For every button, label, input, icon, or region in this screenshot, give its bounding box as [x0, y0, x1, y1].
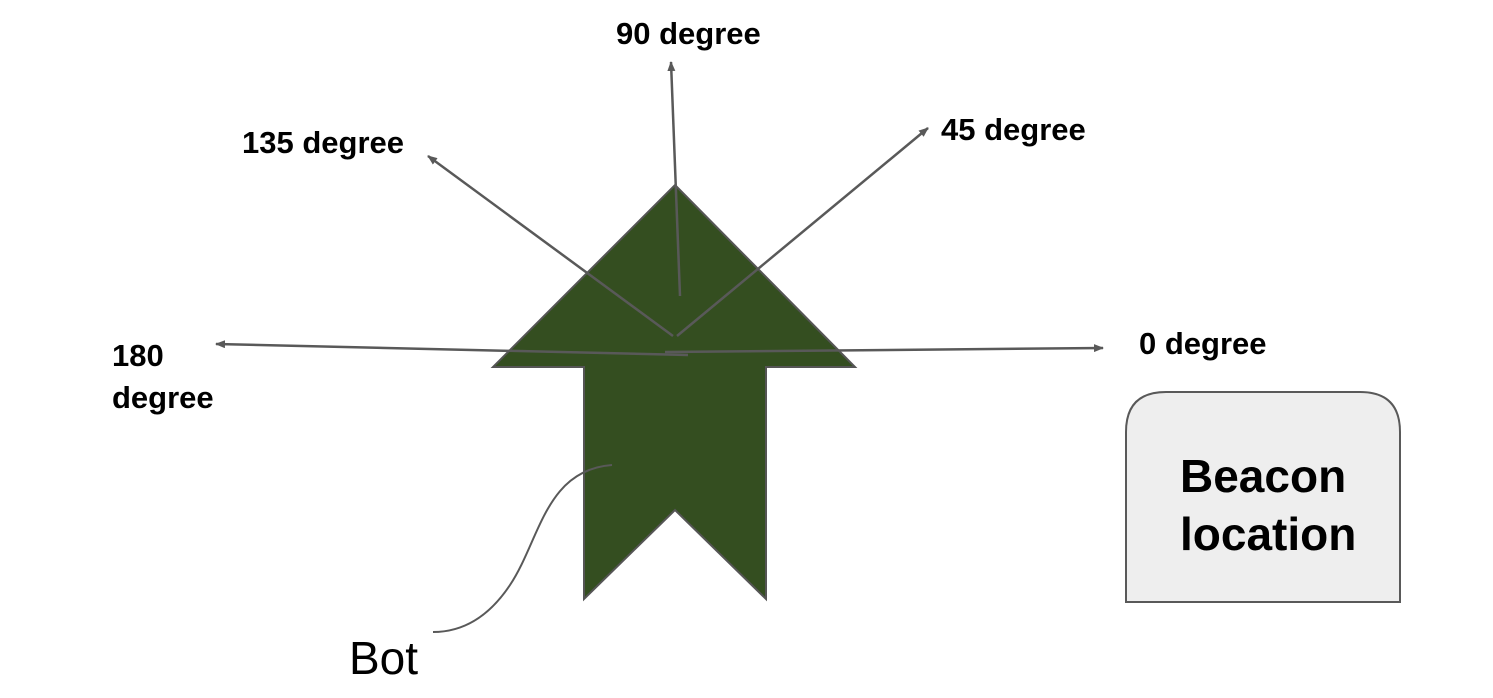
label-135-degree: 135 degree: [242, 125, 404, 160]
label-90-degree: 90 degree: [616, 16, 761, 51]
arrow-45-degree: [676, 127, 929, 337]
bot-callout-line: [432, 464, 613, 633]
arrow-0-degree: [664, 344, 1104, 354]
beacon-label-line2: location: [1180, 508, 1356, 560]
beacon-label-line1: Beacon: [1180, 450, 1346, 502]
label-0-degree: 0 degree: [1139, 326, 1267, 361]
bot-arrow-shape: [490, 183, 858, 602]
label-180-degree-line2: degree: [112, 380, 214, 415]
arrow-180-degree: [215, 340, 689, 357]
bot-label: Bot: [349, 632, 418, 684]
label-45-degree: 45 degree: [941, 112, 1086, 147]
arrow-135-degree: [427, 154, 674, 338]
arrow-90-degree: [667, 61, 682, 297]
label-180-degree-line1: 180: [112, 338, 164, 373]
beacon-box: [1125, 391, 1401, 603]
